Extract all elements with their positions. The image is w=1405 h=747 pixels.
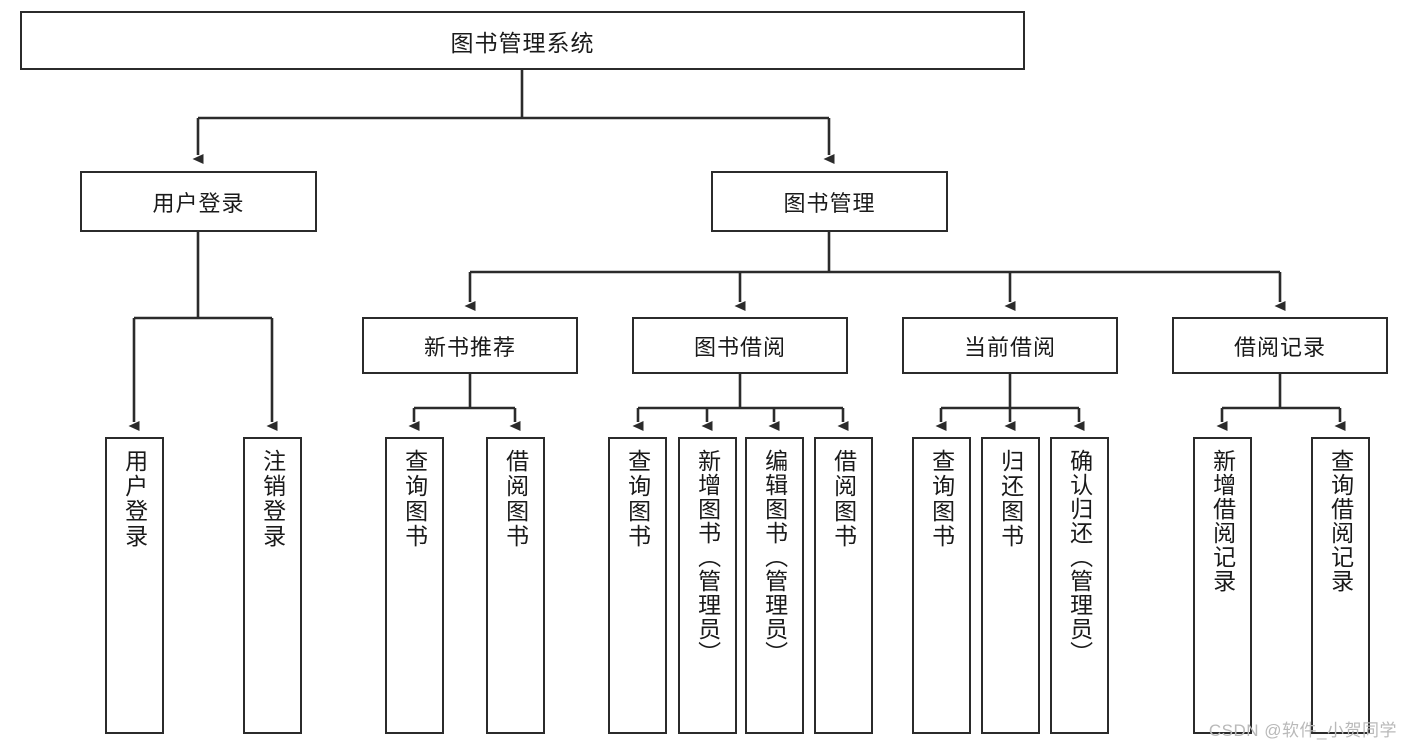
node-label: 借阅图书 [502,449,529,549]
leaf-edit-book-admin[interactable]: 编辑图书（管理员） [745,437,804,734]
leaf-query-book-current[interactable]: 查询图书 [912,437,971,734]
node-label: 编辑图书（管理员） [761,449,788,665]
leaf-add-borrow-record[interactable]: 新增借阅记录 [1193,437,1252,734]
node-book-management[interactable]: 图书管理 [711,171,948,232]
node-label: 新增图书（管理员） [694,449,721,665]
leaf-return-book[interactable]: 归还图书 [981,437,1040,734]
leaf-user-login[interactable]: 用户登录 [105,437,164,734]
leaf-query-book-recommend[interactable]: 查询图书 [385,437,444,734]
leaf-confirm-return-admin[interactable]: 确认归还（管理员） [1050,437,1109,734]
node-label: 图书管理 [783,190,876,216]
leaf-query-borrow-record[interactable]: 查询借阅记录 [1311,437,1370,734]
node-label: 查询图书 [624,449,651,549]
node-label: 借阅图书 [830,449,857,549]
watermark: CSDN @软件_小贺同学 [1208,721,1397,740]
node-label: 查询借阅记录 [1327,449,1354,593]
node-label: 借阅记录 [1233,334,1326,360]
node-label: 当前借阅 [963,334,1056,360]
node-new-book-recommend[interactable]: 新书推荐 [362,317,578,374]
node-root-book-management-system[interactable]: 图书管理系统 [20,11,1025,70]
leaf-borrow-book[interactable]: 借阅图书 [814,437,873,734]
node-user-login[interactable]: 用户登录 [80,171,317,232]
node-label: 归还图书 [997,449,1024,549]
node-label: 图书借阅 [693,334,786,360]
leaf-borrow-book-recommend[interactable]: 借阅图书 [486,437,545,734]
node-label: 用户登录 [152,190,245,216]
node-current-borrow[interactable]: 当前借阅 [902,317,1118,374]
node-label: 新增借阅记录 [1209,449,1236,593]
leaf-query-book-borrow[interactable]: 查询图书 [608,437,667,734]
node-label: 图书管理系统 [450,29,595,56]
node-label: 确认归还（管理员） [1066,449,1093,665]
leaf-add-book-admin[interactable]: 新增图书（管理员） [678,437,737,734]
node-borrow-records[interactable]: 借阅记录 [1172,317,1388,374]
node-label: 新书推荐 [423,334,516,360]
node-label: 用户登录 [121,449,148,549]
node-label: 注销登录 [259,449,286,549]
node-label: 查询图书 [401,449,428,549]
node-label: 查询图书 [928,449,955,549]
node-book-borrow[interactable]: 图书借阅 [632,317,848,374]
leaf-logout[interactable]: 注销登录 [243,437,302,734]
